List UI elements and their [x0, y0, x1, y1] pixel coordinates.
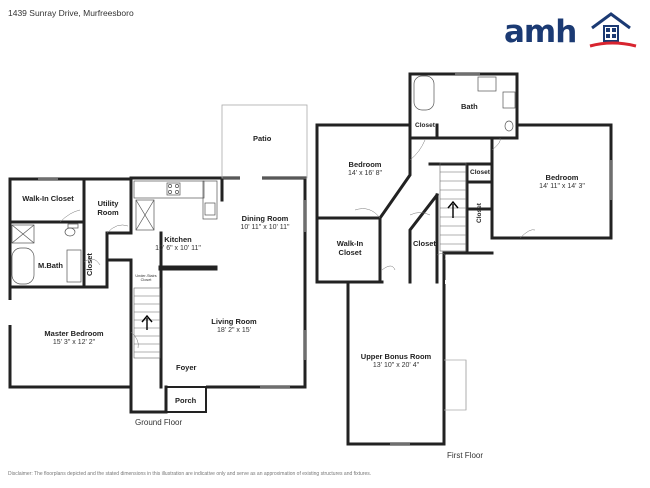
- master-bedroom-dims: 15' 3" x 12' 2": [52, 338, 96, 346]
- kitchen-dims: 10' 6" x 10' 11": [155, 244, 201, 252]
- bath-label: Bath: [461, 102, 478, 111]
- bonus-room-dims: 13' 10" x 20' 4": [372, 361, 420, 369]
- patio-outline: [221, 104, 308, 179]
- bedroom-left-label: Bedroom 14' x 16' 8": [330, 160, 400, 178]
- house-roof-icon: [589, 12, 637, 48]
- bedroom-left-name: Bedroom: [348, 160, 382, 169]
- walkin-closet-first-label: Walk-In Closet: [336, 239, 364, 257]
- first-outer-wall: [315, 123, 384, 284]
- bonus-room-name: Upper Bonus Room: [360, 352, 432, 361]
- bedroom-right-dims: 14' 11" x 14' 3": [539, 182, 585, 190]
- bath-fixtures: [413, 75, 516, 132]
- bonus-room-label: Upper Bonus Room 13' 10" x 20' 4": [356, 352, 436, 370]
- closet-right1-label: Closet: [470, 169, 490, 176]
- dining-room-name: Dining Room: [241, 214, 289, 223]
- bedroom-left-dims: 14' x 16' 8": [348, 169, 382, 177]
- kitchen-fixtures: [133, 180, 218, 231]
- disclaimer: Disclaimer: The floorplans depicted and …: [8, 471, 372, 477]
- first-stair-arrow: [447, 200, 459, 218]
- bedroom-right-label: Bedroom 14' 11" x 14' 3": [526, 173, 598, 191]
- mbath-label: M.Bath: [38, 261, 63, 270]
- walkin-closet-ground-label: Walk-In Closet: [22, 194, 74, 203]
- porch-label: Porch: [175, 396, 197, 405]
- ground-floor-label: Ground Floor: [135, 418, 183, 427]
- living-room-label: Living Room 18' 2" x 15': [200, 317, 268, 335]
- foyer-label: Foyer: [176, 363, 197, 372]
- bedroom-right-name: Bedroom: [545, 173, 579, 182]
- ground-stair-arrow: [141, 314, 153, 330]
- utility-room-label: Utility Room: [97, 199, 119, 217]
- address: 1439 Sunray Drive, Murfreesboro: [8, 8, 134, 18]
- amh-logo: amh: [504, 10, 640, 52]
- logo-text: amh: [504, 14, 577, 50]
- door-swings: [59, 137, 536, 349]
- first-floor-label: First Floor: [447, 451, 483, 460]
- under-stairs-closet-label: Under-Stairs Closet: [135, 274, 157, 283]
- master-bedroom-label: Master Bedroom 15' 3" x 12' 2": [30, 329, 118, 347]
- master-bedroom-name: Master Bedroom: [44, 329, 104, 338]
- closet-ground-label: Closet: [85, 253, 94, 276]
- closet-top-label: Closet: [415, 122, 435, 129]
- kitchen-label: Kitchen 10' 6" x 10' 11": [142, 235, 214, 253]
- patio-label: Patio: [253, 134, 272, 143]
- first-stairs: [439, 162, 467, 252]
- kitchen-name: Kitchen: [164, 235, 192, 244]
- living-room-name: Living Room: [211, 317, 257, 326]
- closet-right2-label: Closet: [476, 203, 483, 223]
- mbath-fixtures: [11, 223, 82, 285]
- porch-outline: [165, 386, 207, 413]
- dining-room-label: Dining Room 10' 11" x 10' 11": [230, 214, 300, 232]
- closet-mid-label: Closet: [413, 239, 436, 248]
- dining-room-dims: 10' 11" x 10' 11": [240, 223, 290, 231]
- living-room-dims: 18' 2" x 15': [217, 326, 251, 334]
